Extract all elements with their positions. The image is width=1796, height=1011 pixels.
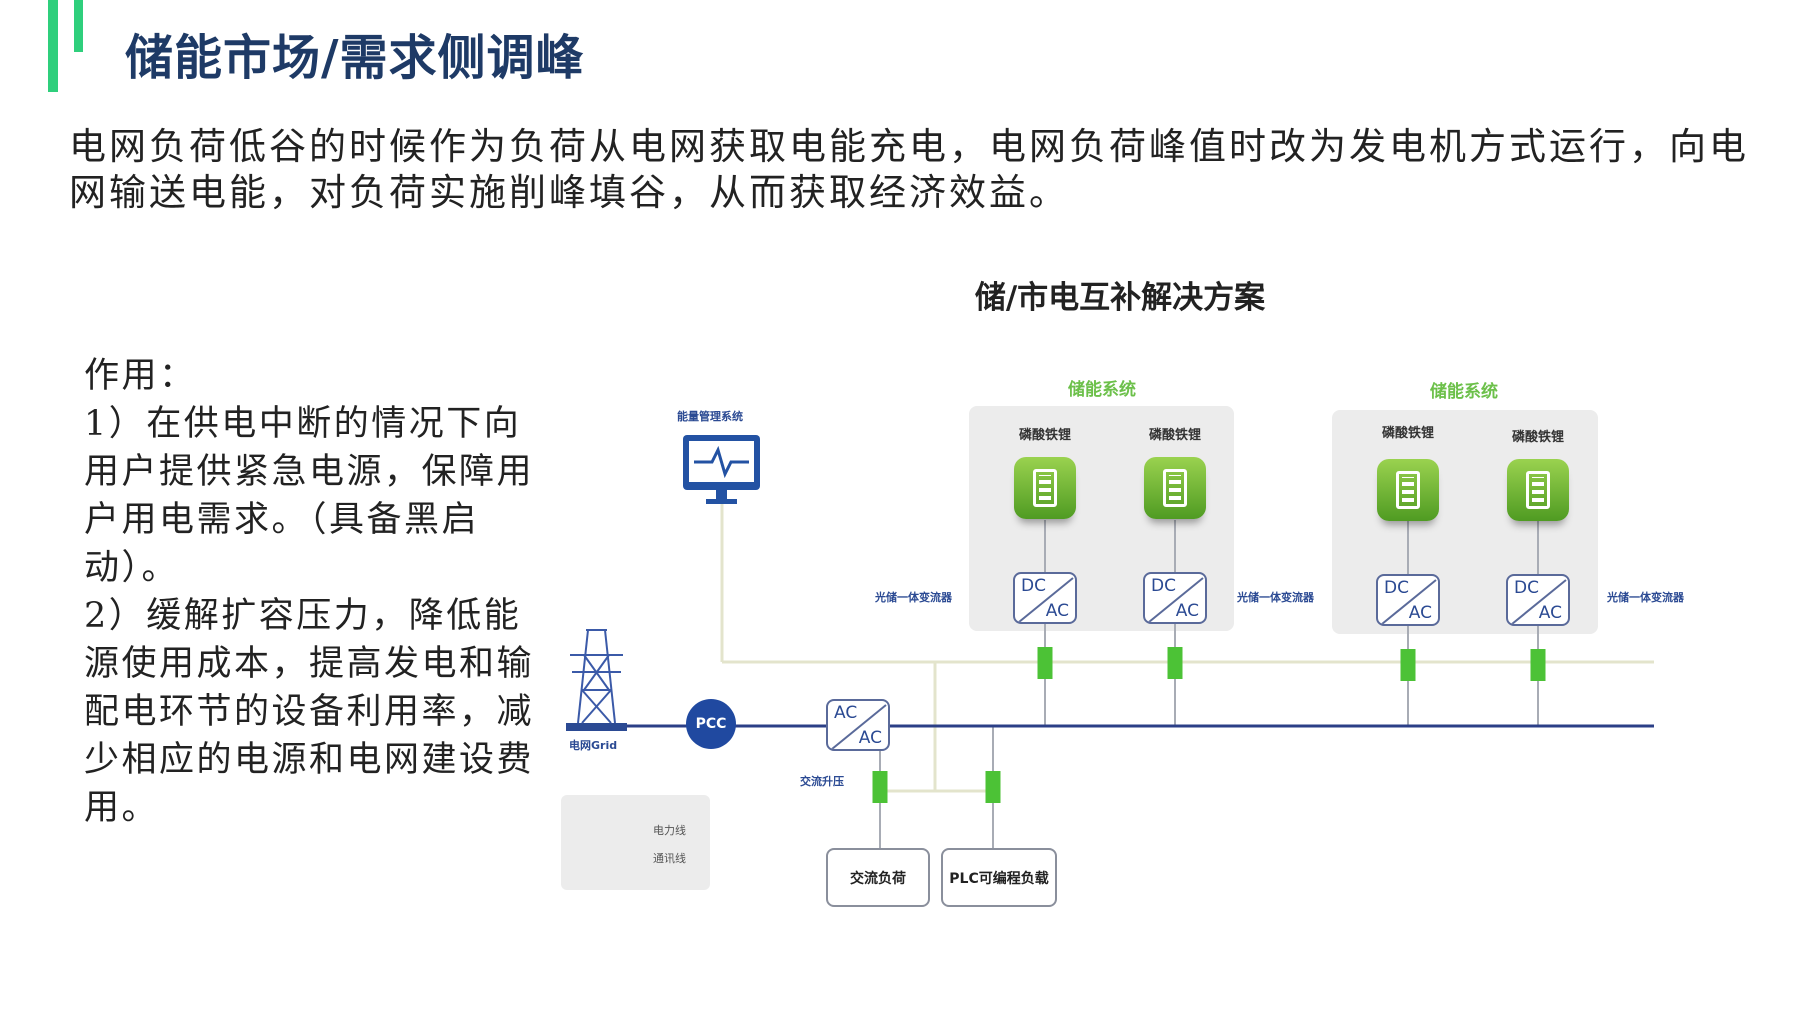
- connector: [985, 771, 1001, 803]
- converter-label: 光储一体变流器: [875, 591, 952, 604]
- pcc-node: PCC: [686, 699, 736, 749]
- battery-icon: [1144, 457, 1206, 519]
- ems-label: 能量管理系统: [677, 410, 743, 423]
- page-title: 储能市场/需求侧调峰: [125, 30, 585, 86]
- diagram-title: 储/市电互补解决方案: [974, 280, 1266, 316]
- connector: [1400, 649, 1416, 681]
- accent-bar-long: [48, 0, 58, 92]
- battery-label: 磷酸铁锂: [1511, 430, 1565, 445]
- legend-comm-label: 通讯线: [653, 852, 686, 865]
- battery-label: 磷酸铁锂: [1381, 426, 1435, 441]
- connector: [872, 771, 888, 803]
- energy-management-monitor-icon: [683, 435, 760, 504]
- effects-heading: 作用：: [84, 356, 197, 396]
- battery-label: 磷酸铁锂: [1018, 428, 1072, 443]
- plc-load-box: PLC可编程负载: [941, 848, 1057, 907]
- converter-label: 光储一体变流器: [1607, 591, 1684, 604]
- converter-label: 光储一体变流器: [1237, 591, 1314, 604]
- ac-load-box: 交流负荷: [826, 848, 930, 907]
- storage-group-label: 储能系统: [1430, 382, 1498, 402]
- accent-bar-short: [74, 0, 83, 52]
- legend: [561, 795, 710, 890]
- connector: [1037, 647, 1053, 679]
- connector: [1167, 647, 1183, 679]
- effects-item-1: 1）在供电中断的情况下向用户提供紧急电源，保障用户用电需求。（具备黑启动）。: [84, 404, 535, 588]
- intro-paragraph: 电网负荷低谷的时候作为负荷从电网获取电能充电，电网负荷峰值时改为发电机方式运行，…: [69, 125, 1749, 214]
- grid-label: 电网Grid: [569, 739, 618, 752]
- connector: [1530, 649, 1546, 681]
- ac-ac-transformer: AC AC: [826, 699, 890, 751]
- battery-icon: [1507, 459, 1569, 521]
- battery-label: 磷酸铁锂: [1148, 428, 1202, 443]
- effects-item-2: 2）缓解扩容压力，降低能源使用成本，提高发电和输配电环节的设备利用率，减少相应的…: [84, 596, 535, 828]
- effects-list: 作用： 1）在供电中断的情况下向用户提供紧急电源，保障用户用电需求。（具备黑启动…: [84, 352, 544, 832]
- branch-lines: [879, 520, 1539, 848]
- battery-icon: [1377, 459, 1439, 521]
- storage-group-label: 储能系统: [1068, 380, 1136, 400]
- boost-label: 交流升压: [800, 775, 844, 788]
- battery-icon: [1014, 457, 1076, 519]
- transmission-tower-icon: [566, 629, 627, 731]
- legend-power-label: 电力线: [653, 824, 686, 837]
